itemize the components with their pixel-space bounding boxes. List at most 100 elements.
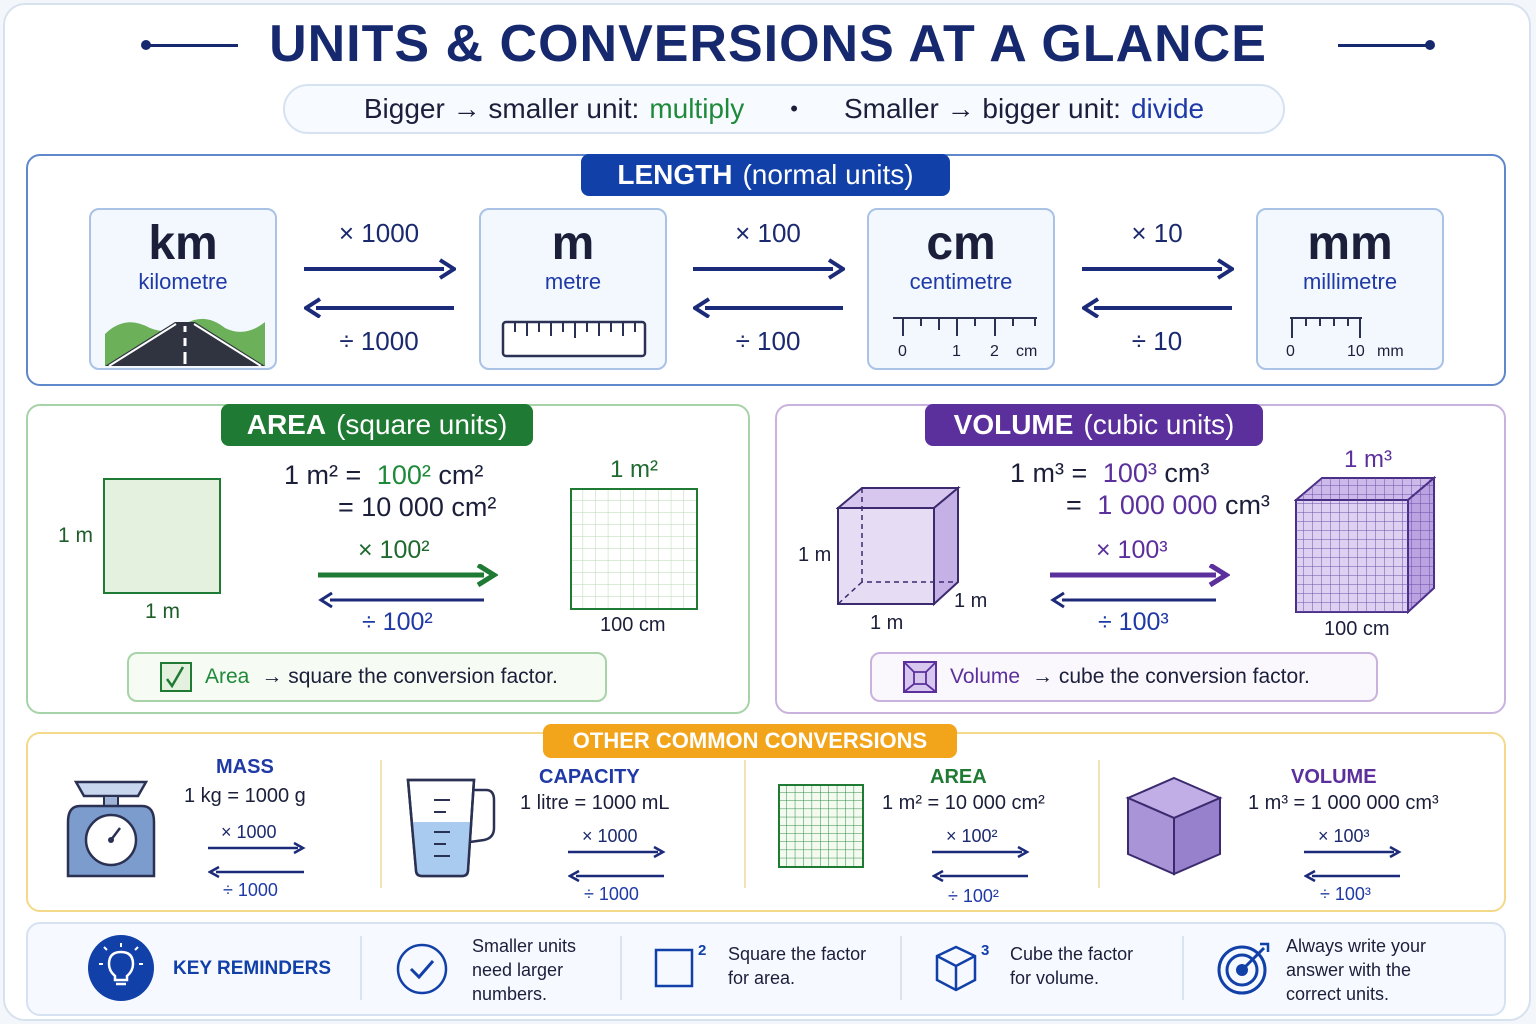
- other-capacity-mul: × 1000: [582, 826, 638, 846]
- conv-mul-cm-mm: × 10: [1131, 218, 1183, 248]
- key-reminders-panel: [26, 922, 1506, 1016]
- area-square: [103, 478, 221, 594]
- ruler-label: cm: [1016, 343, 1038, 360]
- key-item-line: Always write your: [1286, 936, 1427, 956]
- conv-mul-m-cm: × 100: [735, 218, 801, 248]
- other-area-eq: 1 m² = 10 000 cm²: [882, 792, 1045, 814]
- key-item-line: for area.: [728, 968, 796, 988]
- cm-ruler-icon: [893, 317, 1037, 336]
- key-divider: [620, 936, 622, 1000]
- key-item-line: Square the factor: [728, 944, 867, 964]
- area-grid-top-label: 1 m²: [610, 456, 658, 483]
- other-volume-arrows: [1304, 845, 1402, 883]
- volume-arrows: [1050, 564, 1230, 609]
- other-mass-arrows: [208, 841, 306, 879]
- unit-symbol: m: [551, 217, 595, 270]
- key-item-1-text: Smaller units need larger numbers.: [472, 934, 576, 1006]
- other-volume-head: VOLUME: [1291, 766, 1377, 788]
- volume-cube-icon: [836, 486, 961, 607]
- area-side-label: 1 m: [58, 524, 94, 547]
- volume-note: Volume → cube the conversion factor.: [870, 652, 1378, 702]
- area-grid-icon: [570, 488, 698, 610]
- rule-divide: divide: [1130, 93, 1205, 124]
- area-div-label: ÷ 100²: [362, 608, 433, 636]
- volume-eq1-right: 100³: [1102, 458, 1157, 488]
- volume-cube-bottom-label: 100 cm: [1324, 618, 1390, 640]
- area-tab: AREA (square units): [221, 404, 533, 446]
- volume-eq1: 1 m³ = 100³ cm³: [1010, 458, 1209, 489]
- unit-name: metre: [544, 269, 602, 294]
- ruler-label: 1: [952, 343, 961, 360]
- area-bottom-label: 1 m: [145, 600, 181, 623]
- other-volume-eq: 1 m³ = 1 000 000 cm³: [1248, 792, 1439, 814]
- key-item-4-text: Always write your answer with the correc…: [1286, 934, 1426, 1006]
- ruler-label: 10: [1347, 343, 1365, 360]
- key-item-line: Smaller units: [472, 936, 577, 956]
- other-mass-mul: × 1000: [221, 822, 277, 842]
- other-area-head: AREA: [930, 766, 987, 788]
- check-circle-icon: [396, 943, 448, 995]
- unit-card-km: km kilometre: [89, 208, 277, 370]
- area-eq1: 1 m² = 100² cm²: [284, 460, 483, 491]
- rule-part1: Bigger → smaller unit:: [363, 93, 640, 124]
- square-icon: [654, 948, 694, 988]
- conv-mul-km-m: × 1000: [338, 218, 420, 248]
- volume-eq2-unit: cm³: [1224, 490, 1270, 520]
- target-icon: [1217, 942, 1270, 995]
- rule-multiply: multiply: [649, 93, 745, 124]
- conv-arrows-m-cm: [693, 258, 845, 318]
- ruler-label: mm: [1377, 343, 1404, 360]
- area-eq1-right: 100²: [376, 460, 431, 490]
- key-reminders-title: KEY REMINDERS: [173, 958, 332, 979]
- conv-div-m-cm: ÷ 100: [735, 326, 801, 356]
- other-area-arrows: [932, 845, 1030, 883]
- volume-side-label: 1 m: [798, 544, 832, 566]
- key-divider: [1182, 936, 1184, 1000]
- mm-ruler-icon: [1290, 317, 1362, 338]
- other-capacity-arrows: [568, 845, 666, 883]
- conv-div-cm-mm: ÷ 10: [1131, 326, 1183, 356]
- length-tab: LENGTH (normal units): [581, 154, 950, 196]
- volume-tab-title: VOLUME: [953, 409, 1074, 440]
- other-divider: [744, 760, 746, 888]
- volume-bottom-label: 1 m: [870, 612, 904, 634]
- area-eq2: = 10 000 cm²: [338, 492, 497, 522]
- volume-tab-sub: (cubic units): [1083, 409, 1235, 440]
- key-divider: [900, 936, 902, 1000]
- key-item-line: for volume.: [1010, 968, 1100, 988]
- volume-eq2-eq: =: [1066, 490, 1082, 520]
- ruler-label: 2: [990, 343, 999, 360]
- volume-depth-label: 1 m: [954, 590, 988, 612]
- other-divider: [1098, 760, 1100, 888]
- volume-eq2-num: 1 000 000: [1097, 490, 1218, 520]
- unit-card-m: m metre: [479, 208, 667, 370]
- volume-eq2: = 1 000 000 cm³: [1066, 490, 1270, 521]
- conv-div-km-m: ÷ 1000: [339, 326, 419, 356]
- unit-name: centimetre: [909, 269, 1013, 294]
- other-mass-eq: 1 kg = 1000 g: [184, 785, 306, 807]
- area-mul-label: × 100²: [358, 536, 430, 564]
- lightbulb-icon: [88, 935, 154, 1001]
- key-item-2-text: Square the factor for area.: [728, 942, 866, 990]
- key-item-line: correct units.: [1286, 984, 1390, 1004]
- volume-note-text: → cube the conversion factor.: [1032, 665, 1310, 688]
- other-mass-head: MASS: [216, 756, 274, 778]
- unit-card-mm: mm millimetre 0 10 mm: [1256, 208, 1444, 370]
- conv-arrows-km-m: [304, 258, 456, 318]
- conv-arrows-cm-mm: [1082, 258, 1234, 318]
- key-item-3-text: Cube the factor for volume.: [1010, 942, 1133, 990]
- volume-mul-label: × 100³: [1096, 536, 1168, 564]
- other-volume-div: ÷ 100³: [1320, 884, 1371, 904]
- area-eq1-unit: cm²: [438, 460, 484, 490]
- measuring-jug-icon: [406, 778, 496, 878]
- area-eq1-left: 1 m² =: [284, 460, 362, 490]
- volume-tab: VOLUME (cubic units): [925, 404, 1263, 446]
- volume-cube-top-label: 1 m³: [1344, 446, 1392, 473]
- key-item-line: need larger: [472, 960, 564, 980]
- title-right-dot: [1425, 40, 1435, 50]
- cube-mini-icon: [903, 661, 937, 693]
- area-note-keyword: Area: [205, 665, 250, 688]
- key-item-line: Cube the factor: [1010, 944, 1134, 964]
- unit-name: millimetre: [1302, 269, 1398, 294]
- length-tab-title: LENGTH: [617, 159, 733, 190]
